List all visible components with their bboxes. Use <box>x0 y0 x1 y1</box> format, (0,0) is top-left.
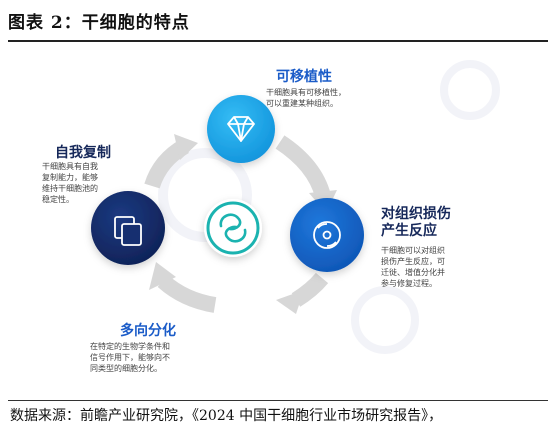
figure-title: 图表 2：干细胞的特点 <box>8 13 190 33</box>
desc-line: 参与修复过程。 <box>381 279 437 288</box>
desc-line: 可以重建某种组织。 <box>266 99 338 108</box>
desc-line: 干细胞可以对组织 <box>381 246 445 255</box>
desc-line: 干细胞具有可移植性， <box>266 88 346 97</box>
desc-line: 干细胞具有自我 <box>42 162 98 171</box>
watermark <box>158 60 500 354</box>
injury-response-description: 干细胞可以对组织 损伤产生反应，可 迁徙、增值分化并 参与修复过程。 <box>381 245 445 289</box>
multipotency-description: 在特定的生物学条件和 信号作用下，能够向不 同类型的细胞分化。 <box>90 341 170 374</box>
node-left <box>91 191 165 265</box>
self-renewal-heading: 自我复制 <box>55 145 111 161</box>
copy-icon <box>114 216 142 246</box>
node-top <box>207 95 275 163</box>
node-right <box>290 198 364 272</box>
desc-line: 复制能力，能够 <box>42 173 98 182</box>
stem-cell-features-diagram <box>91 60 500 354</box>
injury-response-heading: 对组织损伤 产生反应 <box>381 206 451 240</box>
cycle-arrows <box>144 134 337 314</box>
desc-line: 迁徙、增值分化并 <box>381 268 445 277</box>
stem-cell-icon <box>219 213 247 243</box>
transplantability-heading: 可移植性 <box>276 69 332 85</box>
desc-line: 信号作用下，能够向不 <box>90 353 170 362</box>
heading-line: 对组织损伤 <box>381 206 451 222</box>
transplantability-circle <box>207 95 275 163</box>
node-center <box>204 199 262 257</box>
desc-line: 在特定的生物学条件和 <box>90 342 170 351</box>
self-renewal-description: 干细胞具有自我 复制能力，能够 维持干细胞池的 稳定性。 <box>42 161 98 205</box>
source-note: 数据来源：前瞻产业研究院，《2024 中国干细胞行业市场研究报告》， <box>10 408 443 424</box>
heading-line: 产生反应 <box>381 223 437 239</box>
title-divider <box>8 40 548 42</box>
source-divider <box>8 400 548 401</box>
desc-line: 同类型的细胞分化。 <box>90 364 162 373</box>
multipotency-heading: 多向分化 <box>120 323 176 339</box>
disc-icon <box>313 221 341 249</box>
transplantability-description: 干细胞具有可移植性， 可以重建某种组织。 <box>266 87 346 109</box>
injury-response-circle <box>290 198 364 272</box>
desc-line: 稳定性。 <box>42 195 74 204</box>
desc-line: 维持干细胞池的 <box>42 184 98 193</box>
diamond-icon <box>227 116 255 142</box>
desc-line: 损伤产生反应，可 <box>381 257 445 266</box>
